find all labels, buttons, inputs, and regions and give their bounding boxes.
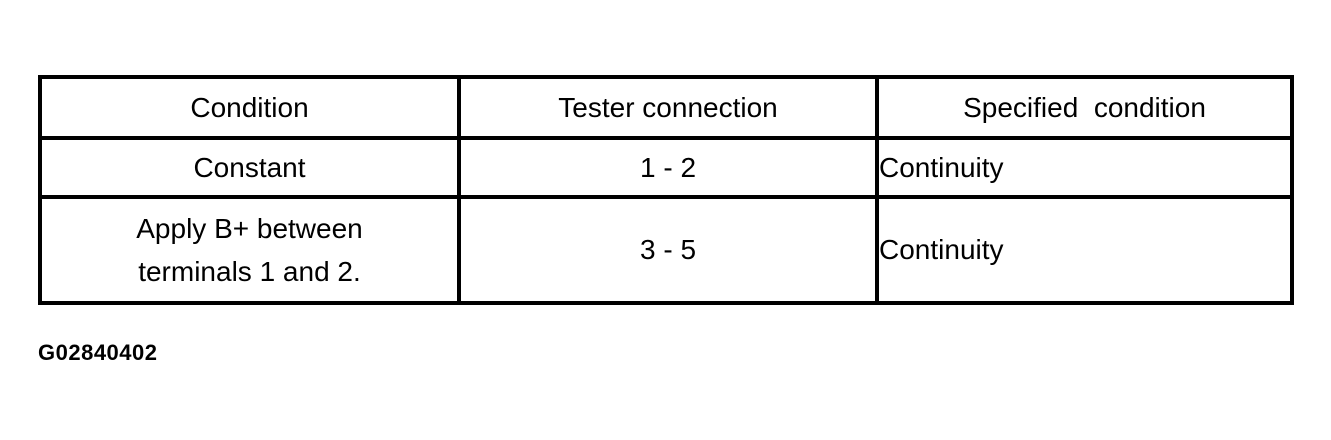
header-row: Condition Tester connection Specified co… [38,75,1294,140]
cell-specified-condition-continuity-1: Continuity [875,136,1294,199]
condition-line-1: Apply B+ between [136,213,363,244]
figure-id-caption: G02840402 [38,340,158,365]
cell-tester-connection-1-2: 1 - 2 [457,136,879,199]
header-specified-condition: Specified condition [875,75,1294,140]
cell-condition-constant: Constant [38,136,461,199]
cell-condition-apply-b-plus: Apply B+ between terminals 1 and 2. [38,195,461,305]
cell-specified-condition-continuity-2: Continuity [875,195,1294,305]
continuity-spec-table: Condition Tester connection Specified co… [38,75,1294,305]
condition-line-2: terminals 1 and 2. [138,256,361,287]
header-condition: Condition [38,75,461,140]
header-tester-connection: Tester connection [457,75,879,140]
table-row-apply-b-plus: Apply B+ between terminals 1 and 2. 3 - … [38,195,1294,305]
table-row-constant: Constant 1 - 2 Continuity [38,136,1294,199]
cell-tester-connection-3-5: 3 - 5 [457,195,879,305]
